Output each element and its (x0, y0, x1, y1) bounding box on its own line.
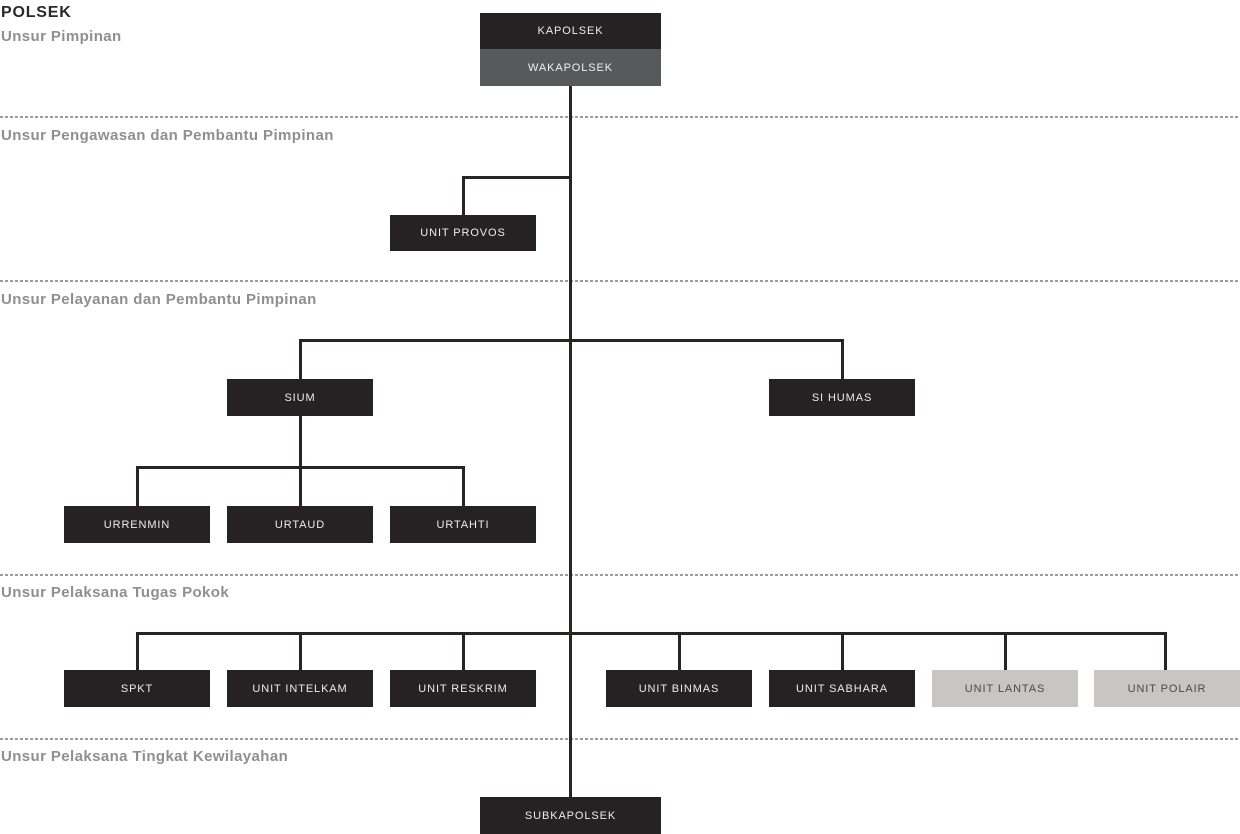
connector-lantas-drop (1003, 633, 1007, 670)
connector-provos-v (461, 177, 465, 215)
section-divider-1 (0, 116, 1240, 118)
connector-sium-drop (298, 340, 302, 379)
org-node-unit-lantas: UNIT LANTAS (932, 670, 1078, 707)
org-node-sium: SIUM (227, 379, 373, 416)
section-divider-2 (0, 280, 1240, 282)
org-node-subkapolsek: SUBKAPOLSEK (480, 797, 661, 834)
section-divider-4 (0, 738, 1240, 740)
connector-sihumas-drop (840, 340, 844, 379)
connector-provos-h (461, 175, 572, 179)
org-node-unit-polair: UNIT POLAIR (1094, 670, 1240, 707)
section-heading-unsur-pengawasan: Unsur Pengawasan dan Pembantu Pimpinan (1, 127, 334, 144)
section-divider-3 (0, 574, 1240, 576)
org-node-si-humas: SI HUMAS (769, 379, 915, 416)
org-node-urrenmin: URRENMIN (64, 506, 210, 543)
org-node-unit-sabhara: UNIT SABHARA (769, 670, 915, 707)
org-node-urtaud: URTAUD (227, 506, 373, 543)
org-node-unit-intelkam: UNIT INTELKAM (227, 670, 373, 707)
section-heading-unsur-pelayanan: Unsur Pelayanan dan Pembantu Pimpinan (1, 291, 317, 308)
org-node-kapolsek: KAPOLSEK (480, 13, 661, 49)
connector-binmas-drop (677, 633, 681, 670)
connector-urtaud-drop (298, 467, 302, 506)
connector-intelkam-drop (298, 633, 302, 670)
connector-sabhara-drop (840, 633, 844, 670)
section-heading-unsur-pimpinan: Unsur Pimpinan (1, 28, 122, 45)
connector-polair-drop (1163, 633, 1167, 670)
connector-services-h (298, 338, 844, 342)
page-title: POLSEK (1, 4, 72, 21)
org-node-unit-reskrim: UNIT RESKRIM (390, 670, 536, 707)
org-node-wakapolsek: WAKAPOLSEK (480, 49, 661, 86)
section-heading-unsur-pelaksana-tugas-pokok: Unsur Pelaksana Tugas Pokok (1, 584, 230, 601)
connector-trunk (568, 86, 572, 797)
org-node-spkt: SPKT (64, 670, 210, 707)
org-node-unit-binmas: UNIT BINMAS (606, 670, 752, 707)
connector-urtahti-drop (461, 467, 465, 506)
connector-ops-h (135, 631, 1167, 635)
connector-sium-stem (298, 416, 302, 467)
org-node-urtahti: URTAHTI (390, 506, 536, 543)
connector-spkt-drop (135, 633, 139, 670)
section-heading-unsur-pelaksana-kewilayahan: Unsur Pelaksana Tingkat Kewilayahan (1, 748, 289, 765)
connector-urrenmin-drop (135, 467, 139, 506)
connector-reskrim-drop (461, 633, 465, 670)
org-node-unit-provos: UNIT PROVOS (390, 215, 536, 251)
